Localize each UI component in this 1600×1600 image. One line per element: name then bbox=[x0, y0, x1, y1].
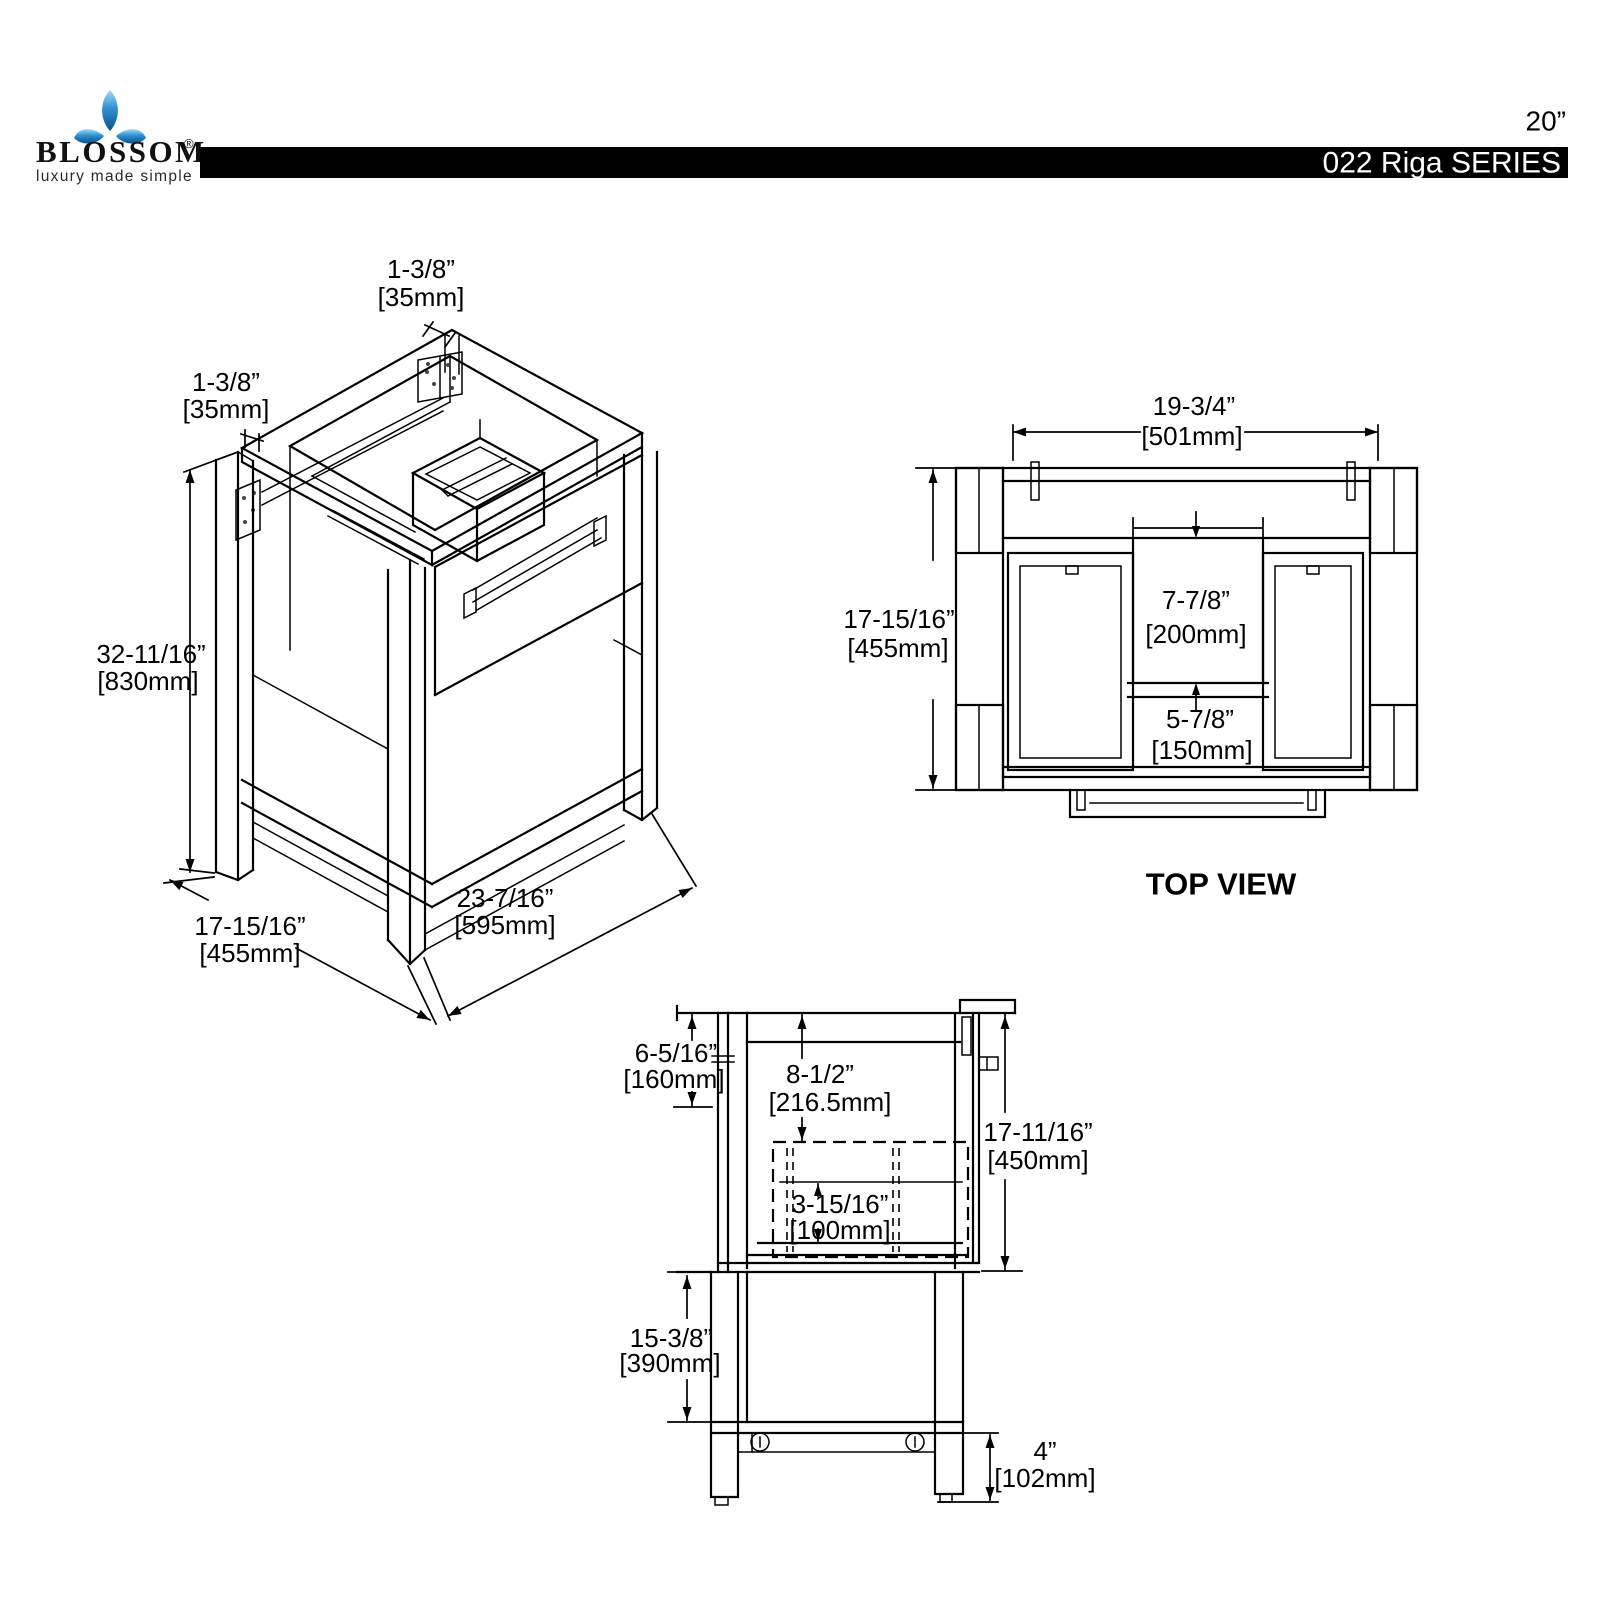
iso-dimension-width: 23-7/16” [595mm] bbox=[422, 812, 698, 1022]
series-bar bbox=[200, 147, 1568, 178]
iso-dimension-height: 32-11/16” [830mm] bbox=[96, 450, 240, 874]
section-dimension-leg-height: 4” [102mm] bbox=[937, 1432, 1096, 1503]
section-dim-leg-height-in: 4” bbox=[1033, 1436, 1056, 1466]
iso-dim-height-mm: [830mm] bbox=[97, 666, 198, 696]
brand-name: BLOSSOM bbox=[36, 134, 207, 169]
iso-dim-height-in: 32-11/16” bbox=[96, 639, 205, 669]
section-view: 6-5/16” [160mm] 8-1/2” [216.5mm] 17-11/1… bbox=[619, 998, 1096, 1506]
section-dimension-upper-height: 17-11/16” [450mm] bbox=[981, 1012, 1093, 1272]
iso-dim-left-thickness-in: 1-3/8” bbox=[192, 367, 260, 397]
iso-dim-depth-in: 17-15/16” bbox=[194, 911, 305, 941]
top-dim-depth-mm: [455mm] bbox=[847, 633, 948, 663]
brand-registered-mark: ® bbox=[184, 136, 194, 151]
isometric-view: 1-3/8” [35mm] 1-3/8” [35mm] 32-11/16” [8… bbox=[96, 254, 698, 1026]
section-dimension-back-offset: 6-5/16” [160mm] bbox=[623, 1012, 725, 1108]
section-dim-top-clearance-mm: [216.5mm] bbox=[769, 1087, 892, 1117]
iso-dim-top-thickness-mm: [35mm] bbox=[378, 282, 465, 312]
series-label: 022 Riga SERIES bbox=[1323, 147, 1561, 180]
section-dim-top-clearance-in: 8-1/2” bbox=[786, 1059, 854, 1089]
section-dim-back-offset-in: 6-5/16” bbox=[635, 1038, 717, 1068]
header: BLOSSOM ® luxury made simple 20” 022 Rig… bbox=[36, 90, 1568, 185]
top-view-dimension-inner-width: 19-3/4” [501mm] bbox=[1012, 391, 1379, 461]
iso-dim-top-thickness-in: 1-3/8” bbox=[387, 254, 455, 284]
section-dim-upper-height-in: 17-11/16” bbox=[983, 1117, 1092, 1147]
section-dim-lower-height-in: 15-3/8” bbox=[630, 1323, 712, 1353]
section-dim-leg-height-mm: [102mm] bbox=[994, 1463, 1095, 1493]
blossom-logo: BLOSSOM ® luxury made simple bbox=[36, 90, 207, 185]
iso-dim-left-thickness-mm: [35mm] bbox=[183, 394, 270, 424]
top-dim-inner-width-in: 19-3/4” bbox=[1153, 391, 1235, 421]
top-view-title: TOP VIEW bbox=[1146, 867, 1297, 902]
iso-dim-width-in: 23-7/16” bbox=[457, 883, 554, 913]
brand-tagline: luxury made simple bbox=[36, 168, 193, 185]
iso-dimension-left-thickness: 1-3/8” [35mm] bbox=[183, 367, 270, 452]
top-dim-back-gap-in: 5-7/8” bbox=[1166, 704, 1234, 734]
size-label: 20” bbox=[1526, 106, 1566, 137]
section-dimension-top-clearance: 8-1/2” [216.5mm] bbox=[769, 1012, 892, 1143]
iso-dimension-top-thickness: 1-3/8” [35mm] bbox=[378, 254, 465, 349]
iso-dim-depth-mm: [455mm] bbox=[199, 938, 300, 968]
top-view-dimension-back-gap: 5-7/8” [150mm] bbox=[1151, 683, 1253, 765]
isometric-cabinet-drawing bbox=[214, 328, 659, 966]
top-view-dimension-center-opening: 7-7/8” [200mm] bbox=[1132, 511, 1264, 649]
section-dim-drawer-clearance-mm: [100mm] bbox=[789, 1215, 890, 1245]
top-dim-depth-in: 17-15/16” bbox=[843, 604, 954, 634]
top-dim-center-opening-in: 7-7/8” bbox=[1162, 585, 1230, 615]
section-dimension-drawer-clearance: 3-15/16” [100mm] bbox=[789, 1183, 891, 1245]
section-dim-upper-height-mm: [450mm] bbox=[987, 1145, 1088, 1175]
iso-dim-width-mm: [595mm] bbox=[454, 910, 555, 940]
top-view-dimension-depth: 17-15/16” [455mm] bbox=[843, 467, 957, 791]
top-dim-inner-width-mm: [501mm] bbox=[1141, 421, 1242, 451]
top-view: 19-3/4” [501mm] 17-15/16” [455mm] 7-7/8”… bbox=[843, 391, 1419, 902]
section-dim-lower-height-mm: [390mm] bbox=[619, 1348, 720, 1378]
blossom-flower-icon bbox=[74, 90, 146, 144]
iso-dimension-depth: 17-15/16” [455mm] bbox=[163, 876, 438, 1026]
top-view-drawing bbox=[954, 461, 1419, 819]
section-dim-drawer-clearance-in: 3-15/16” bbox=[792, 1189, 889, 1219]
section-dim-back-offset-mm: [160mm] bbox=[623, 1064, 724, 1094]
section-view-drawing bbox=[675, 998, 1017, 1506]
top-dim-center-opening-mm: [200mm] bbox=[1145, 619, 1246, 649]
top-dim-back-gap-mm: [150mm] bbox=[1151, 735, 1252, 765]
section-dimension-lower-height: 15-3/8” [390mm] bbox=[619, 1271, 721, 1423]
